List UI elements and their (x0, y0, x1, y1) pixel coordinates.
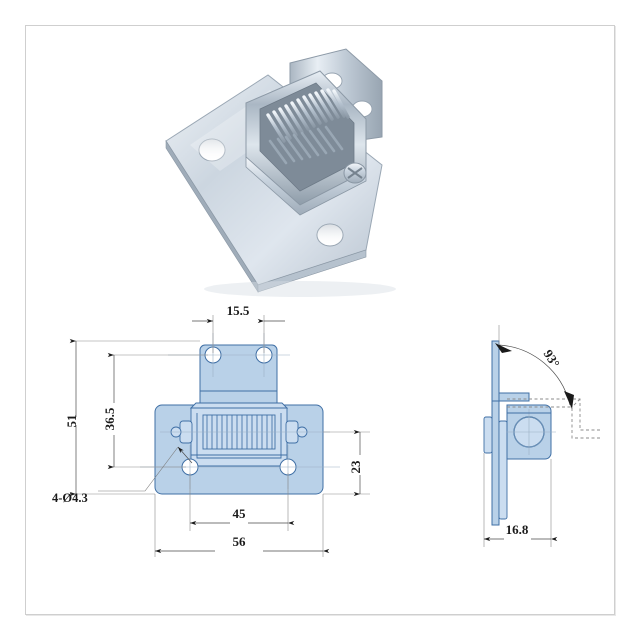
dim-top-tab-width: 15.5 (227, 303, 250, 318)
dim-hole-spacing: 45 (233, 506, 247, 521)
front-view-dimensions: 15.5 51 36.5 23 (52, 303, 370, 557)
technical-drawing: 15.5 51 36.5 23 (40, 295, 600, 585)
dim-base-height: 23 (348, 460, 363, 474)
dim-overall-width: 56 (233, 534, 247, 549)
front-view-geometry (140, 333, 340, 495)
pivot-screw (343, 162, 367, 184)
dim-opening-angle: 93° (541, 347, 563, 370)
product-photo (150, 45, 470, 300)
coil-spring-lower (268, 125, 344, 165)
side-view-geometry: 93° 16.8 (483, 325, 600, 547)
dim-overall-height: 51 (64, 415, 79, 428)
spring-barrel (245, 70, 367, 216)
dim-tab-hole-height: 36.5 (102, 407, 117, 430)
page-frame (25, 25, 615, 615)
coil-spring (266, 88, 350, 143)
dim-depth: 16.8 (506, 522, 529, 537)
callout-hole-spec: 4-Ø4.3 (52, 491, 88, 505)
